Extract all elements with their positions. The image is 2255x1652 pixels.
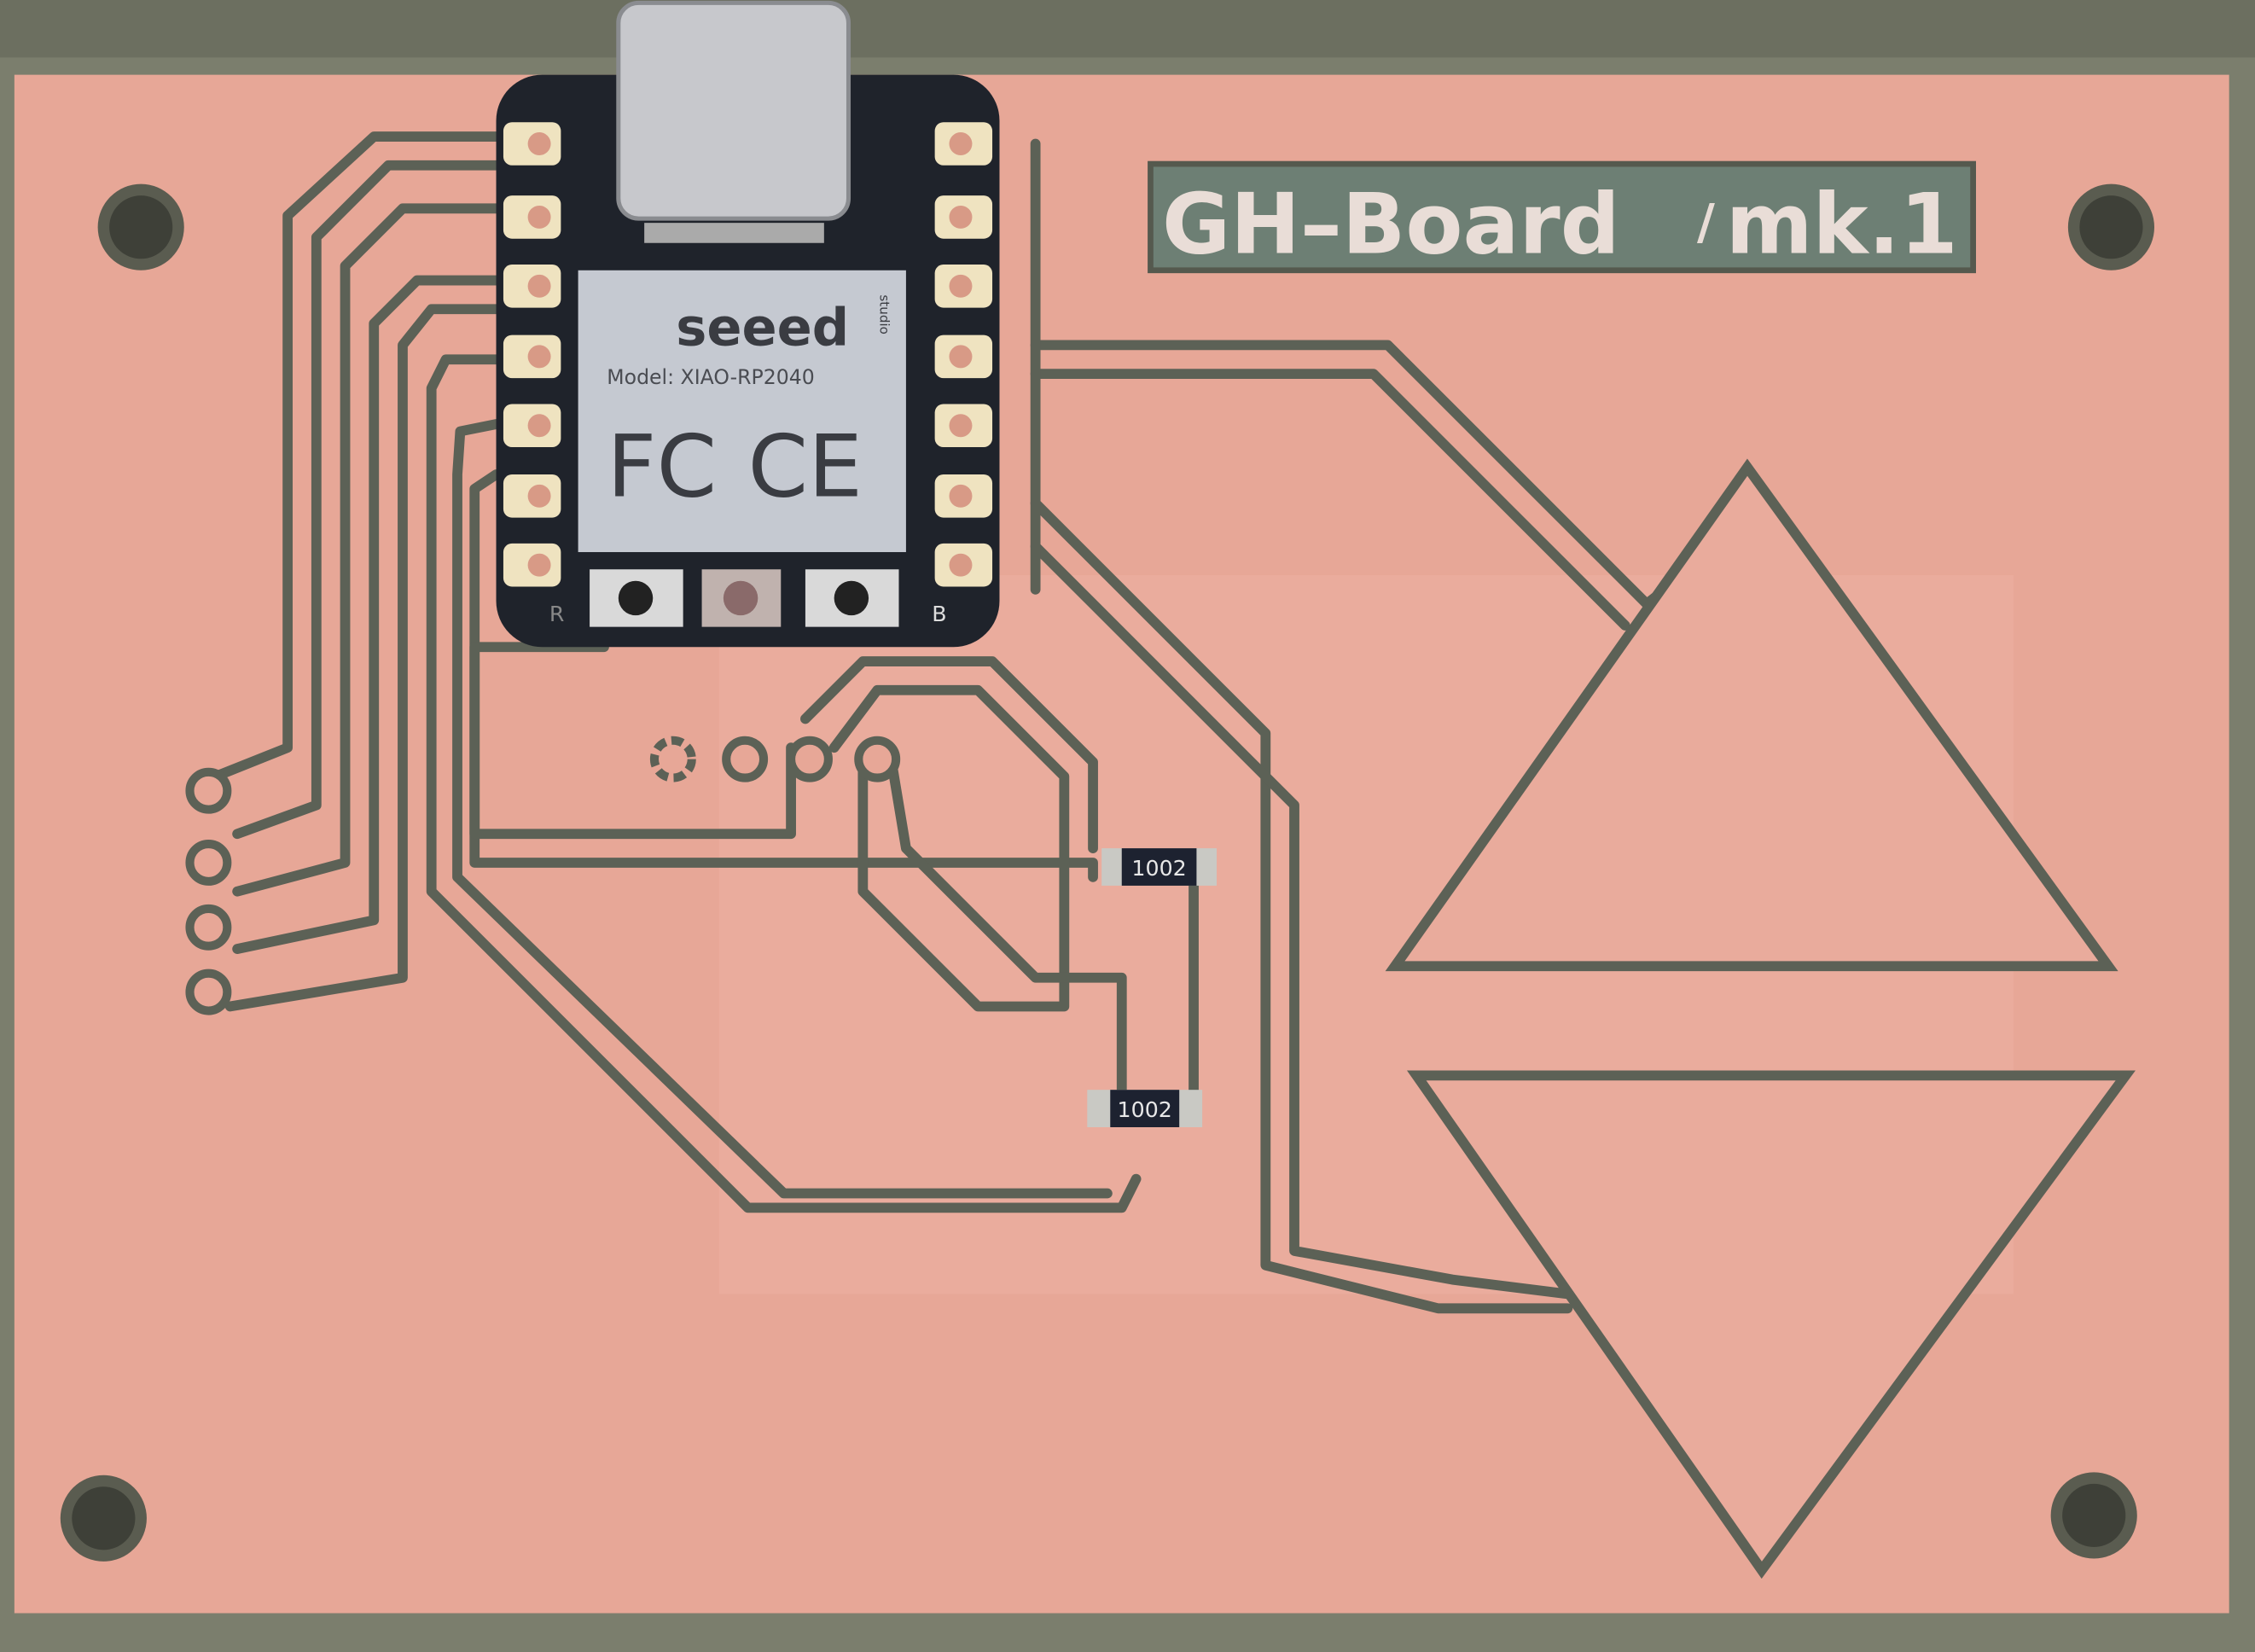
fc-mark: FC [607,416,717,516]
resistor-r2: 1002 [1087,1090,1203,1127]
header-pads [185,736,901,1015]
resistor-marking: 1002 [1131,856,1186,881]
isolation-cuts [210,131,1717,1314]
resistor-marking: 1002 [1118,1097,1172,1122]
ce-mark: CE [748,416,863,516]
boot-label: B [932,602,946,626]
touch-pad-down-triangle [1406,1070,2136,1579]
brand-text: seeed [676,298,849,358]
title-separator: / [1697,194,1715,251]
mounting-holes [60,183,2155,1562]
model-text: Model: XIAO-RP2040 [607,365,814,389]
board-title: GH–Board / mk.1 [1148,160,1976,274]
castellated-pads [503,122,993,587]
xiao-rp2040-module: seeed studio Model: XIAO-RP2040 FC CE R … [496,0,1000,648]
rf-shield [578,270,906,553]
title-text-right: mk.1 [1726,177,1958,274]
resistor-r1: 1002 [1101,848,1218,886]
reset-label: R [549,602,565,626]
title-text-left: GH–Board [1162,177,1620,274]
brand-subtext: studio [877,294,892,334]
touch-pad-up-triangle [1385,458,2118,972]
usb-c-port [616,0,851,221]
